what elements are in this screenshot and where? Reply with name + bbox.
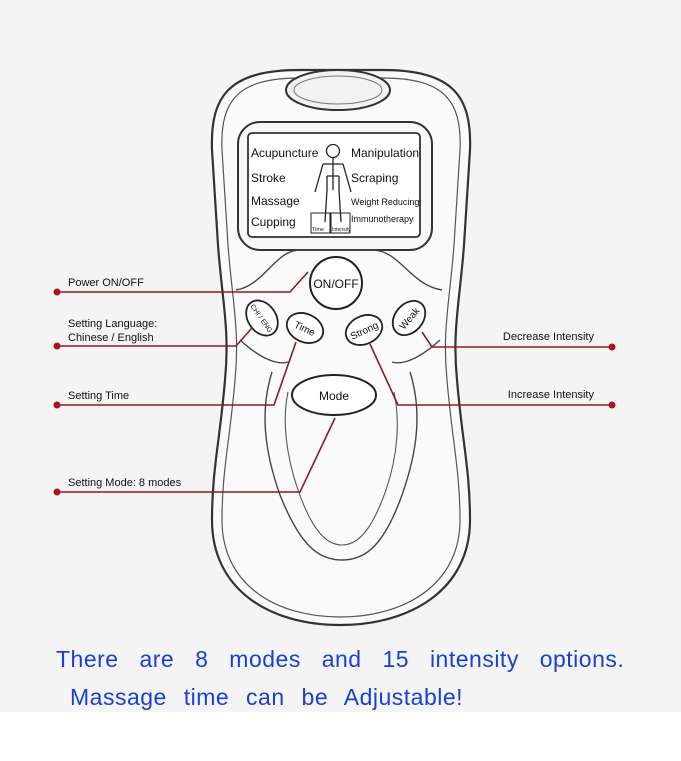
caption-line-1: There are 8 modes and 15 intensity optio… <box>56 646 625 672</box>
screen-item-stroke: Stroke <box>251 171 286 185</box>
screen-item-massage: Massage <box>251 194 300 208</box>
intensity-box <box>330 212 351 234</box>
callout-setting-mode: Setting Mode: 8 modes <box>68 477 182 489</box>
intensity-box-label: Intensity <box>332 227 351 233</box>
dot-power <box>53 288 61 296</box>
screen-item-manipulation: Manipulation <box>351 146 419 160</box>
callout-power: Power ON/OFF <box>68 277 144 289</box>
dot-increase <box>608 401 616 409</box>
leader-setting-mode <box>57 417 336 493</box>
onoff-button[interactable]: ON/OFF <box>309 256 363 310</box>
screen-item-cupping: Cupping <box>251 215 296 229</box>
callout-increase: Increase Intensity <box>508 389 595 401</box>
dot-language <box>53 342 61 350</box>
caption-line-2: Massage time can be Adjustable! <box>70 684 464 710</box>
lcd-screen <box>247 132 421 238</box>
top-oval-inner <box>293 75 383 105</box>
mode-channel-outline <box>264 371 418 561</box>
dot-setting-time <box>53 401 61 409</box>
callout-decrease: Decrease Intensity <box>503 331 595 343</box>
callout-setting-time: Setting Time <box>68 390 129 402</box>
callout-language-line2: Chinese / English <box>68 332 154 344</box>
leader-setting-time <box>57 341 297 406</box>
onoff-button-label: ON/OFF <box>313 277 358 291</box>
leader-power <box>57 271 309 293</box>
leader-endpoints <box>53 288 616 496</box>
language-button[interactable]: CHI / ENG <box>240 294 285 341</box>
time-button[interactable]: Time <box>282 307 328 348</box>
leader-lines <box>57 271 612 493</box>
weak-button[interactable]: Weak <box>386 294 432 341</box>
mode-button[interactable]: Mode <box>291 374 377 416</box>
top-oval <box>285 69 391 111</box>
leader-decrease <box>421 331 612 348</box>
mode-button-label: Mode <box>319 389 349 403</box>
mode-channel-inner <box>284 391 398 546</box>
bottom-band <box>0 712 681 761</box>
leader-increase <box>369 343 612 406</box>
leader-language <box>57 327 253 347</box>
time-box-label: Time <box>312 227 324 233</box>
onoff-arc <box>235 249 443 291</box>
device-diagram: Acupuncture Stroke Massage Cupping Manip… <box>53 68 616 627</box>
dot-decrease <box>608 343 616 351</box>
time-box <box>310 212 331 234</box>
human-figure-icon <box>314 143 352 223</box>
callout-language-line1: Setting Language: <box>68 318 157 330</box>
screen-item-immunotherapy: Immunotherapy <box>351 214 414 224</box>
dot-setting-mode <box>53 488 61 496</box>
screen-item-acupuncture: Acupuncture <box>251 146 319 160</box>
button-row-lower-arc <box>239 339 441 364</box>
strong-button[interactable]: Strong <box>341 309 387 350</box>
screen-item-weight-reducing: Weight Reducing <box>351 197 419 207</box>
screen-item-scraping: Scraping <box>351 171 398 185</box>
